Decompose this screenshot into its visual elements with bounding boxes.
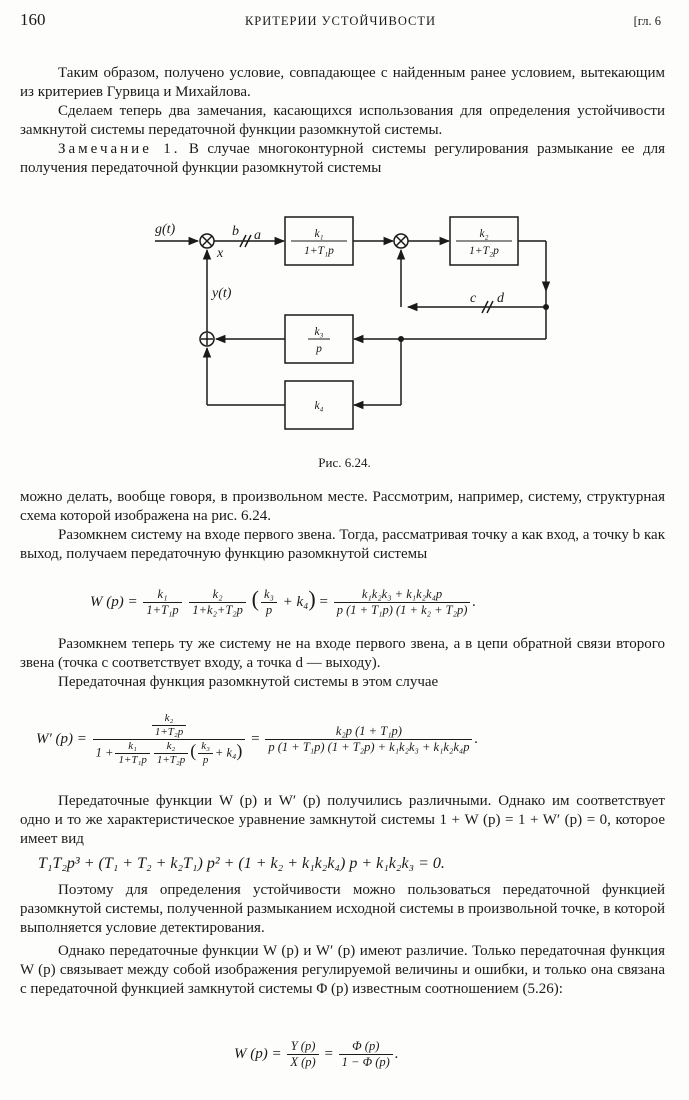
equation-w-phi: W (p) = Y (p)X (p) = Φ (p)1 − Φ (p). xyxy=(234,1039,399,1070)
point-c-label: c xyxy=(470,291,477,306)
figure-caption: Рис. 6.24. xyxy=(318,455,371,470)
page-header: 160 КРИТЕРИИ УСТОЙЧИВОСТИ [гл. 6 xyxy=(20,10,661,32)
point-a-label: a xyxy=(254,228,261,243)
text-block-middle: можно делать, вообще говоря, в произволь… xyxy=(20,488,665,564)
remark-word: Замечание 1. xyxy=(58,141,181,157)
block1-numerator: k₁ xyxy=(314,228,323,240)
running-title: КРИТЕРИИ УСТОЙЧИВОСТИ xyxy=(244,14,437,28)
text-block-top: Таким образом, получено условие, совпада… xyxy=(20,64,665,178)
remark-text: В случае многоконтурной системы регулиро… xyxy=(20,141,665,176)
characteristic-equation: T₁T₂p³ + (T₁ + T₂ + k₂T₁) p² + (1 + k₂ +… xyxy=(38,855,445,872)
paragraph: можно делать, вообще говоря, в произволь… xyxy=(20,489,665,524)
text-block-middle2: Разомкнем теперь ту же систему не на вхо… xyxy=(20,635,665,692)
eq-lhs: W (p) = xyxy=(234,1045,282,1062)
point-b-label: b xyxy=(232,224,239,239)
input-signal-label: g(t) xyxy=(155,222,176,237)
error-label: x xyxy=(216,246,224,261)
fraction: Φ (p)1 − Φ (p) xyxy=(338,1039,393,1070)
chapter-label: [гл. 6 xyxy=(633,14,661,28)
remark-paragraph: Замечание 1. В случае многоконтурной сис… xyxy=(20,140,665,178)
text-block-lower: Передаточные функции W (p) и W′ (p) полу… xyxy=(20,792,665,849)
paragraph: Передаточная функция разомкнутой системы… xyxy=(58,674,439,690)
paragraph: Передаточные функции W (p) и W′ (p) полу… xyxy=(20,793,665,847)
block2-numerator: k₂ xyxy=(479,228,488,240)
block3-numerator: k₃ xyxy=(314,326,323,338)
paragraph: Поэтому для определения устойчивости мож… xyxy=(20,882,665,936)
fraction: k₂p (1 + T₁p)p (1 + T₁p) (1 + T₂p) + k₁k… xyxy=(265,724,473,755)
paragraph: Однако передаточные функции W (p) и W′ (… xyxy=(20,943,665,997)
eq-lhs: W′ (p) = xyxy=(36,730,87,747)
paragraph: Разомкнем систему на входе первого звена… xyxy=(20,527,665,562)
text-block-bottom: Поэтому для определения устойчивости мож… xyxy=(20,881,665,999)
page-number: 160 xyxy=(20,10,46,29)
paragraph: Таким образом, получено условие, совпада… xyxy=(20,65,665,100)
block1-denominator: 1+T₁p xyxy=(304,245,334,257)
block-diagram: g(t) x b a c d y(t) k₁ 1+T₁p k₂ 1+T₂p k₃… xyxy=(155,216,551,430)
block4-label: k₄ xyxy=(314,400,323,412)
block2-denominator: 1+T₂p xyxy=(469,245,499,257)
paragraph: Разомкнем теперь ту же систему не на вхо… xyxy=(20,636,665,671)
point-d-label: d xyxy=(497,291,505,306)
paragraph: Сделаем теперь два замечания, касающихся… xyxy=(20,103,665,138)
output-label: y(t) xyxy=(210,286,232,301)
fraction: Y (p)X (p) xyxy=(287,1039,319,1070)
eq-lhs: W (p) = xyxy=(90,593,138,610)
block3-denominator: p xyxy=(315,343,322,355)
